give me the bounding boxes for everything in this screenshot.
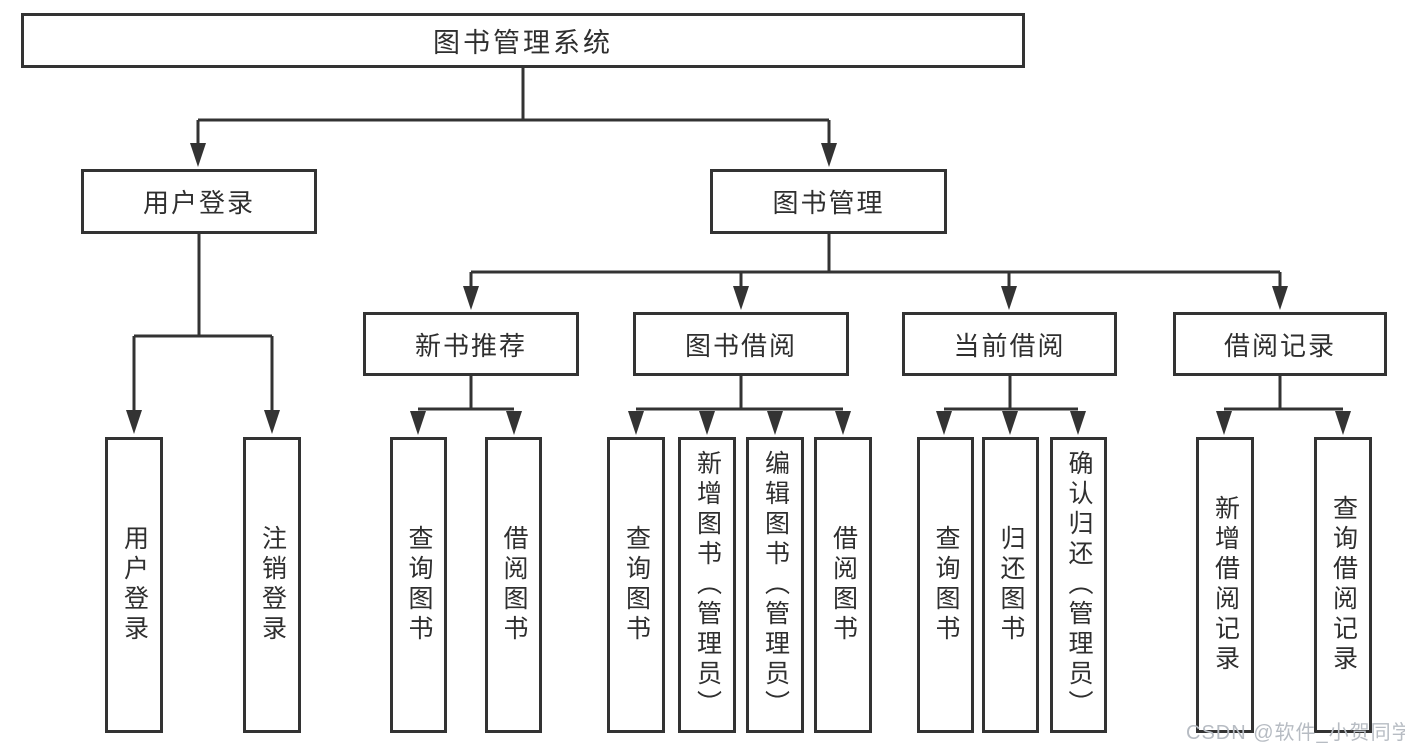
node-current-borrowing: 当前借阅 <box>902 312 1117 376</box>
node-library-management-system: 图书管理系统 <box>21 13 1025 68</box>
node-label: 查询图书 <box>932 525 960 645</box>
node-label: 确认归还（管理员） <box>1065 450 1093 720</box>
leaf-borrow-books: 借阅图书 <box>814 437 872 733</box>
leaf-query-books-current: 查询图书 <box>917 437 974 733</box>
node-label: 借阅图书 <box>829 525 858 645</box>
node-label: 新书推荐 <box>414 330 527 361</box>
node-label: 查询图书 <box>622 525 651 645</box>
node-new-book-recommendation: 新书推荐 <box>363 312 579 376</box>
node-label: 新增借阅记录 <box>1211 495 1240 675</box>
arrowhead-icons <box>126 143 1351 435</box>
node-label: 编辑图书（管理员） <box>761 450 790 720</box>
node-label: 当前借阅 <box>953 330 1066 361</box>
node-label: 图书借阅 <box>684 330 797 361</box>
node-label: 用户登录 <box>120 525 149 645</box>
leaf-return-book: 归还图书 <box>982 437 1039 733</box>
node-label: 用户登录 <box>142 188 255 218</box>
node-label: 借阅图书 <box>500 525 528 645</box>
leaf-add-book-admin: 新增图书（管理员） <box>678 437 736 733</box>
leaf-user-login: 用户登录 <box>105 437 163 733</box>
node-label: 查询借阅记录 <box>1329 495 1358 675</box>
leaf-query-books-borrowing: 查询图书 <box>607 437 665 733</box>
tree-edge-lines <box>132 68 1343 412</box>
node-label: 注销登录 <box>258 525 287 645</box>
leaf-query-borrow-record: 查询借阅记录 <box>1314 437 1372 733</box>
node-label: 图书管理系统 <box>433 28 613 58</box>
node-book-borrowing: 图书借阅 <box>633 312 849 376</box>
node-label: 借阅记录 <box>1223 330 1336 361</box>
node-label: 新增图书（管理员） <box>693 450 722 720</box>
node-book-management: 图书管理 <box>710 169 947 234</box>
leaf-borrow-books-recommend: 借阅图书 <box>485 437 542 733</box>
leaf-add-borrow-record: 新增借阅记录 <box>1196 437 1254 733</box>
node-label: 图书管理 <box>772 188 885 218</box>
node-label: 归还图书 <box>997 525 1025 645</box>
node-user-login: 用户登录 <box>81 169 317 234</box>
leaf-query-books-recommend: 查询图书 <box>390 437 447 733</box>
leaf-edit-book-admin: 编辑图书（管理员） <box>746 437 804 733</box>
csdn-watermark: CSDN @软件_小贺同学 <box>1186 722 1405 744</box>
leaf-confirm-return-admin: 确认归还（管理员） <box>1050 437 1107 733</box>
node-borrowing-records: 借阅记录 <box>1173 312 1387 376</box>
leaf-logout: 注销登录 <box>243 437 301 733</box>
node-label: 查询图书 <box>405 525 433 645</box>
